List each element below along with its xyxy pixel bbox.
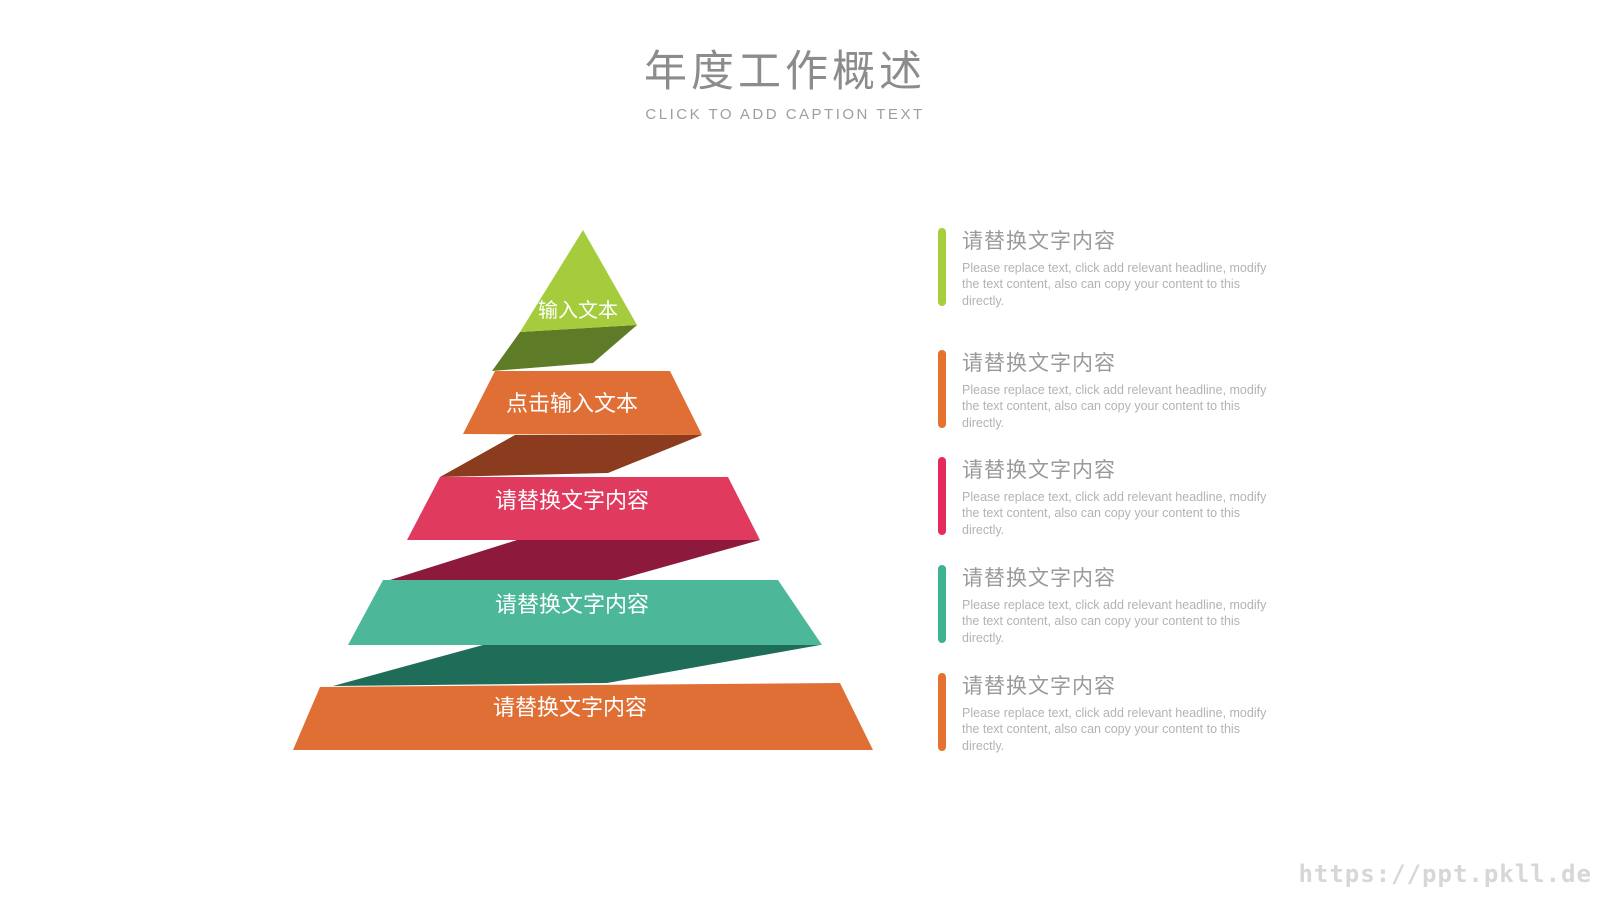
caption-content: 请替换文字内容 Please replace text, click add r… <box>962 457 1274 538</box>
slide-header: 年度工作概述 CLICK TO ADD CAPTION TEXT <box>0 48 1570 123</box>
accent-bar <box>938 565 946 643</box>
caption-block-3: 请替换文字内容 Please replace text, click add r… <box>938 457 1283 538</box>
caption-body: Please replace text, click add relevant … <box>962 383 1267 430</box>
caption-heading: 请替换文字内容 <box>962 459 1116 482</box>
pyramid-label-3: 请替换文字内容 <box>495 488 649 513</box>
pyramid-label-4: 请替换文字内容 <box>495 592 649 617</box>
pyramid-fold-2 <box>440 435 702 477</box>
accent-bar <box>938 350 946 428</box>
caption-heading: 请替换文字内容 <box>962 567 1116 590</box>
pyramid-diagram: 输入文本 点击输入文本 请替换文字内容 请替换文字内容 请替换文字内容 <box>293 230 873 750</box>
caption-body: Please replace text, click add relevant … <box>962 598 1267 645</box>
caption-body: Please replace text, click add relevant … <box>962 490 1267 537</box>
pyramid-layer-5 <box>293 683 873 750</box>
caption-body: Please replace text, click add relevant … <box>962 261 1267 308</box>
caption-block-2: 请替换文字内容 Please replace text, click add r… <box>938 350 1283 431</box>
pyramid-label-1: 输入文本 <box>538 299 618 322</box>
pyramid-fold-4 <box>333 645 820 686</box>
pyramid-label-5: 请替换文字内容 <box>493 695 647 720</box>
accent-bar <box>938 457 946 535</box>
caption-body: Please replace text, click add relevant … <box>962 706 1267 753</box>
page-subtitle: CLICK TO ADD CAPTION TEXT <box>645 106 925 124</box>
accent-bar <box>938 673 946 751</box>
pyramid-layer-1 <box>520 230 637 332</box>
pyramid-fold-3 <box>390 540 760 582</box>
watermark-url: https://ppt.pkll.de <box>1298 860 1592 888</box>
page-title: 年度工作概述 <box>644 48 926 96</box>
caption-heading: 请替换文字内容 <box>962 675 1116 698</box>
caption-content: 请替换文字内容 Please replace text, click add r… <box>962 228 1274 309</box>
pyramid-layer-2 <box>463 371 702 435</box>
caption-content: 请替换文字内容 Please replace text, click add r… <box>962 565 1274 646</box>
pyramid-layer-4 <box>348 580 822 645</box>
caption-block-1: 请替换文字内容 Please replace text, click add r… <box>938 228 1283 309</box>
pyramid-layer-3 <box>407 477 760 540</box>
pyramid-label-2: 点击输入文本 <box>506 391 638 416</box>
caption-content: 请替换文字内容 Please replace text, click add r… <box>962 673 1274 754</box>
caption-heading: 请替换文字内容 <box>962 230 1116 253</box>
caption-block-5: 请替换文字内容 Please replace text, click add r… <box>938 673 1283 754</box>
accent-bar <box>938 228 946 306</box>
caption-heading: 请替换文字内容 <box>962 352 1116 375</box>
pyramid-fold-1 <box>492 325 637 371</box>
caption-block-4: 请替换文字内容 Please replace text, click add r… <box>938 565 1283 646</box>
caption-content: 请替换文字内容 Please replace text, click add r… <box>962 350 1274 431</box>
